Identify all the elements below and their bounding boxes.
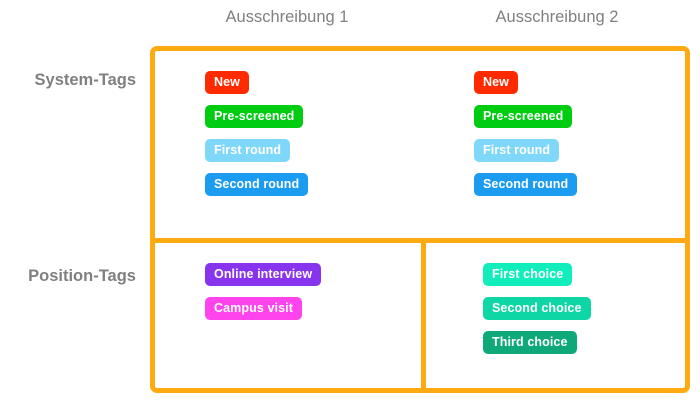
tag-third-choice[interactable]: Third choice xyxy=(483,331,577,354)
row-label-position-tags: Position-Tags xyxy=(28,267,136,285)
tag-pre-screened[interactable]: Pre-screened xyxy=(205,105,304,128)
tag-first-round[interactable]: First round xyxy=(205,139,291,162)
column-header-ausschreibung-1: Ausschreibung 1 xyxy=(225,8,349,26)
tag-second-round[interactable]: Second round xyxy=(474,173,578,196)
tag-first-choice[interactable]: First choice xyxy=(483,263,573,286)
tag-second-choice[interactable]: Second choice xyxy=(483,297,591,320)
tag-new[interactable]: New xyxy=(474,71,519,94)
tag-new[interactable]: New xyxy=(205,71,250,94)
row-divider xyxy=(150,238,690,243)
tag-matrix-frame xyxy=(150,46,690,393)
tag-pre-screened[interactable]: Pre-screened xyxy=(474,105,573,128)
column-header-ausschreibung-2: Ausschreibung 2 xyxy=(495,8,619,26)
column-divider-position-row xyxy=(421,243,426,393)
tag-campus-visit[interactable]: Campus visit xyxy=(205,297,303,320)
row-label-system-tags: System-Tags xyxy=(34,71,136,89)
tag-online-interview[interactable]: Online interview xyxy=(205,263,322,286)
tag-first-round[interactable]: First round xyxy=(474,139,560,162)
tag-second-round[interactable]: Second round xyxy=(205,173,309,196)
